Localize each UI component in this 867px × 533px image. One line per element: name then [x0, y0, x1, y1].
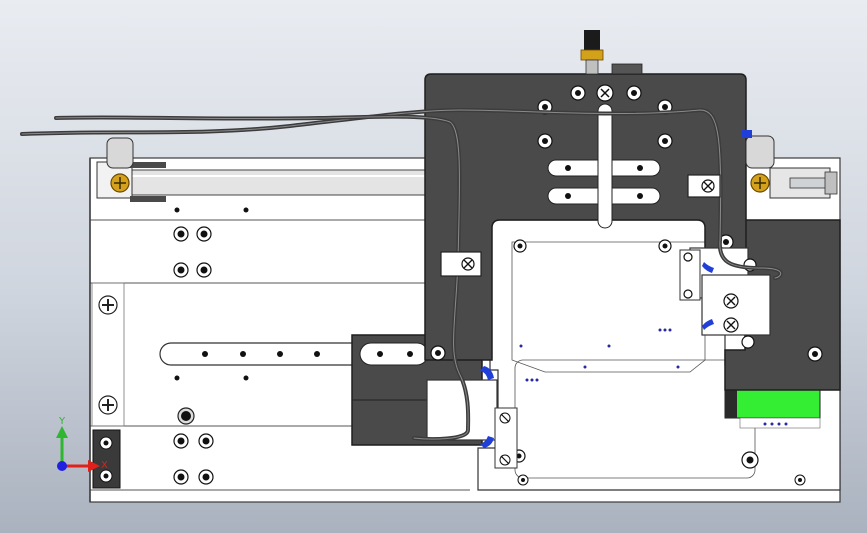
phillips-screw-icon: [98, 295, 118, 415]
air-fitting-right[interactable]: [742, 130, 838, 199]
slide-carriage[interactable]: [424, 73, 747, 361]
triad-y-label: Y: [58, 416, 66, 427]
orientation-triad: Y X: [56, 416, 108, 472]
air-tube[interactable]: [20, 107, 783, 442]
rodless-cylinder[interactable]: [96, 161, 431, 202]
base-mounting-holes: [173, 207, 249, 485]
blue-push-fittings: [480, 262, 714, 448]
left-gripper-block[interactable]: [426, 379, 518, 469]
triad-x-label: X: [101, 460, 108, 471]
tube-clamp: [440, 174, 721, 277]
end-stop-bracket[interactable]: [92, 429, 121, 489]
air-fitting-left[interactable]: [106, 137, 134, 193]
top-connector[interactable]: [580, 30, 643, 75]
